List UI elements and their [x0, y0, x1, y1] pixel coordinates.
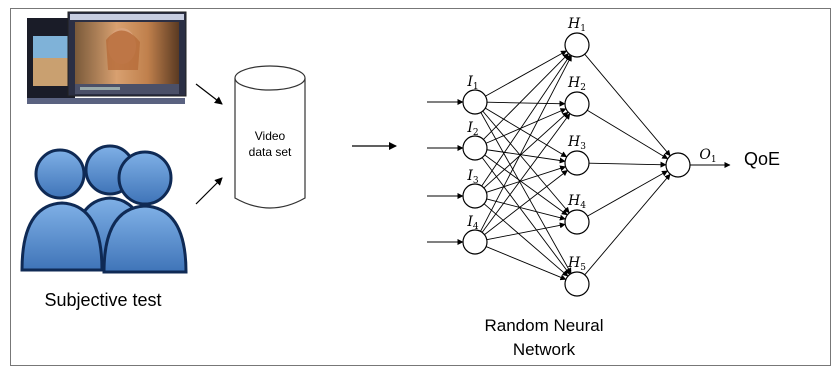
input-hidden-connection [482, 110, 570, 214]
arrow-video-to-dataset [195, 83, 223, 105]
input-node-label: I3 [466, 168, 479, 186]
hidden-output-connection [587, 170, 668, 217]
network-label-line2: Network [513, 340, 576, 359]
input-hidden-connection [484, 169, 568, 236]
hidden-node [564, 271, 590, 297]
arrow-users-to-dataset [195, 177, 223, 205]
hidden-output-connection [584, 53, 671, 157]
input-hidden-connection [486, 165, 567, 193]
hidden-output-connection [588, 161, 667, 168]
network-connections [427, 50, 731, 281]
network-nodes [462, 32, 691, 297]
hidden-node-label: H4 [567, 193, 586, 211]
input-node [462, 183, 488, 209]
input-hidden-connection [485, 107, 568, 158]
hidden-node [564, 91, 590, 117]
hidden-node-label: H2 [567, 75, 586, 93]
input-hidden-connection [483, 203, 569, 277]
hidden-node-label: H3 [567, 134, 586, 152]
output-node [665, 152, 691, 178]
hidden-output-connection [587, 109, 669, 160]
network-label-line1: Random Neural [484, 316, 603, 335]
input-hidden-connection [480, 55, 572, 232]
input-hidden-connection [483, 111, 569, 189]
input-node [462, 135, 488, 161]
dataset-cylinder [234, 65, 306, 209]
hidden-node [564, 150, 590, 176]
hidden-node-label: H5 [567, 255, 586, 273]
input-hidden-connection [486, 222, 566, 241]
users-group-icon [20, 144, 188, 274]
input-node [462, 229, 488, 255]
qoe-label: QoE [744, 149, 780, 169]
input-hidden-connection [481, 157, 571, 275]
input-hidden-connection [483, 53, 569, 140]
input-node-label: I2 [466, 120, 478, 138]
hidden-output-connection [584, 173, 671, 276]
dataset-label-line1: Video [255, 129, 286, 143]
dataset-label-line2: data set [249, 145, 292, 159]
input-hidden-connection [485, 50, 567, 97]
input-hidden-connection [486, 100, 566, 107]
input-node-label: I1 [466, 74, 478, 92]
input-hidden-connection [486, 198, 566, 221]
input-hidden-connection [481, 113, 571, 233]
output-node-label: O1 [699, 147, 716, 165]
input-hidden-connection [484, 154, 568, 216]
input-hidden-connection [485, 108, 567, 144]
input-node-label: I4 [466, 214, 479, 232]
input-hidden-connection [480, 112, 572, 274]
hidden-node-label: H1 [567, 16, 586, 34]
video-player-thumbnail [27, 11, 187, 104]
input-hidden-connection [485, 246, 567, 281]
hidden-node [564, 209, 590, 235]
input-hidden-connection [481, 54, 571, 187]
input-hidden-connection [486, 149, 566, 164]
input-node [462, 89, 488, 115]
hidden-node [564, 32, 590, 58]
subjective-test-label: Subjective test [44, 290, 161, 310]
